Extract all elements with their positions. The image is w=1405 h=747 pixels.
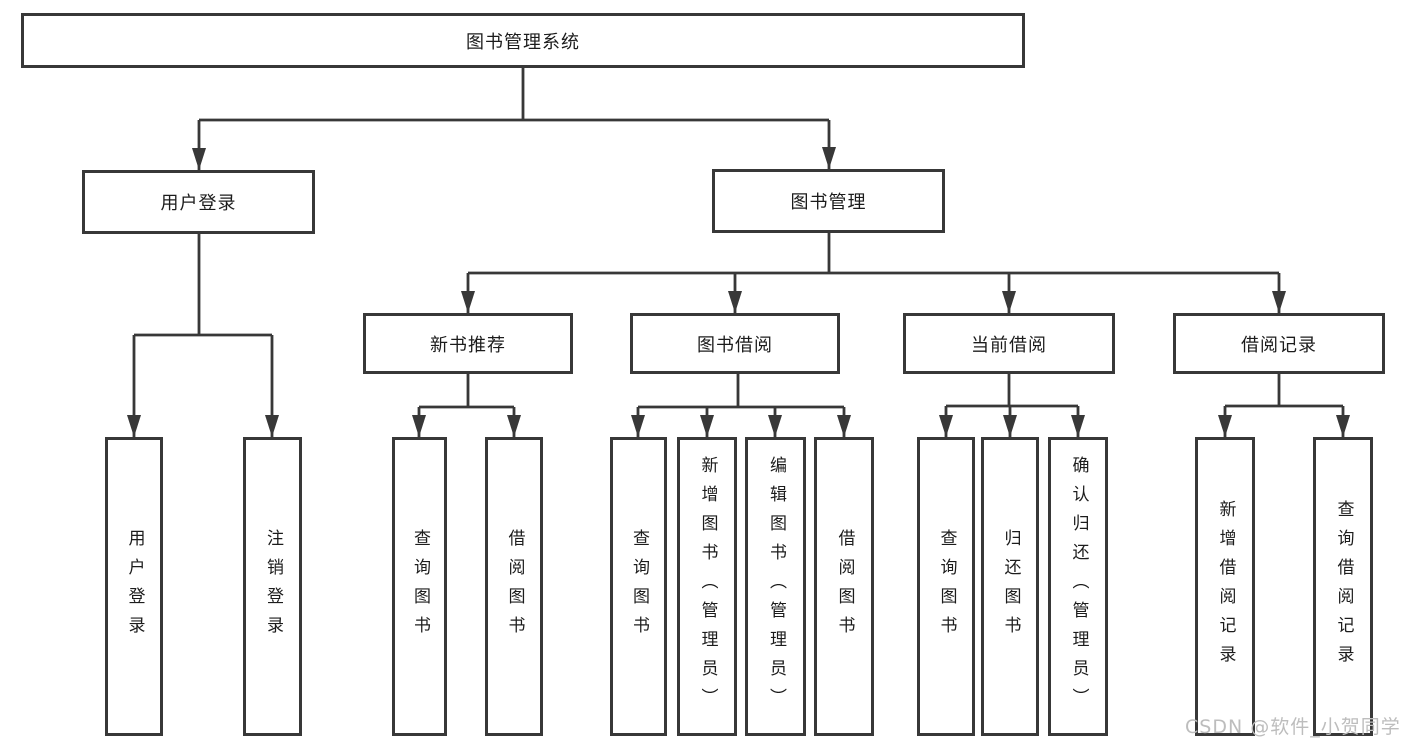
node-book-borrowing: 图书借阅 xyxy=(630,313,840,374)
leaf-add-borrow-record: 新增借阅记录 xyxy=(1195,437,1255,736)
node-book-management-branch: 图书管理 xyxy=(712,169,945,233)
node-current-borrowing: 当前借阅 xyxy=(903,313,1115,374)
node-label: 查询图书 xyxy=(629,528,649,645)
leaf-return-books: 归还图书 xyxy=(981,437,1039,736)
leaf-query-books-borrowing: 查询图书 xyxy=(610,437,667,736)
leaf-borrow-books-borrowing: 借阅图书 xyxy=(814,437,874,736)
leaf-edit-books-admin: 编辑图书（管理员） xyxy=(745,437,806,736)
node-label: 编辑图书（管理员） xyxy=(766,456,786,717)
node-label: 用户登录 xyxy=(124,528,145,645)
leaf-user-login: 用户登录 xyxy=(105,437,163,736)
node-label: 查询图书 xyxy=(936,528,957,645)
node-label: 新增图书（管理员） xyxy=(697,456,718,717)
csdn-watermark: CSDN @软件_小贺同学 xyxy=(1185,716,1401,738)
node-label: 借阅图书 xyxy=(834,528,855,645)
node-user-login-branch: 用户登录 xyxy=(82,170,315,234)
node-label: 借阅记录 xyxy=(1241,334,1317,356)
node-label: 新增借阅记录 xyxy=(1215,499,1236,674)
leaf-query-books-current: 查询图书 xyxy=(917,437,975,736)
node-label: 借阅图书 xyxy=(504,528,525,645)
node-label: 图书借阅 xyxy=(697,334,773,356)
leaf-add-books-admin: 新增图书（管理员） xyxy=(677,437,737,736)
leaf-borrow-books-recommend: 借阅图书 xyxy=(485,437,543,736)
node-label: 归还图书 xyxy=(1000,528,1021,645)
node-label: 新书推荐 xyxy=(430,334,506,356)
node-label: 当前借阅 xyxy=(971,334,1047,356)
leaf-confirm-return-admin: 确认归还（管理员） xyxy=(1048,437,1108,736)
node-label: 图书管理系统 xyxy=(466,31,580,53)
node-label: 查询借阅记录 xyxy=(1333,499,1354,674)
leaf-query-borrow-record: 查询借阅记录 xyxy=(1313,437,1373,736)
node-label: 注销登录 xyxy=(263,528,283,645)
leaf-query-books-recommend: 查询图书 xyxy=(392,437,447,736)
node-label: 确认归还（管理员） xyxy=(1068,456,1089,717)
node-borrow-records: 借阅记录 xyxy=(1173,313,1385,374)
node-library-management-system: 图书管理系统 xyxy=(21,13,1025,68)
leaf-logout: 注销登录 xyxy=(243,437,302,736)
node-new-book-recommend: 新书推荐 xyxy=(363,313,573,374)
node-label: 用户登录 xyxy=(160,193,237,214)
node-label: 查询图书 xyxy=(410,528,430,645)
node-label: 图书管理 xyxy=(790,192,867,213)
